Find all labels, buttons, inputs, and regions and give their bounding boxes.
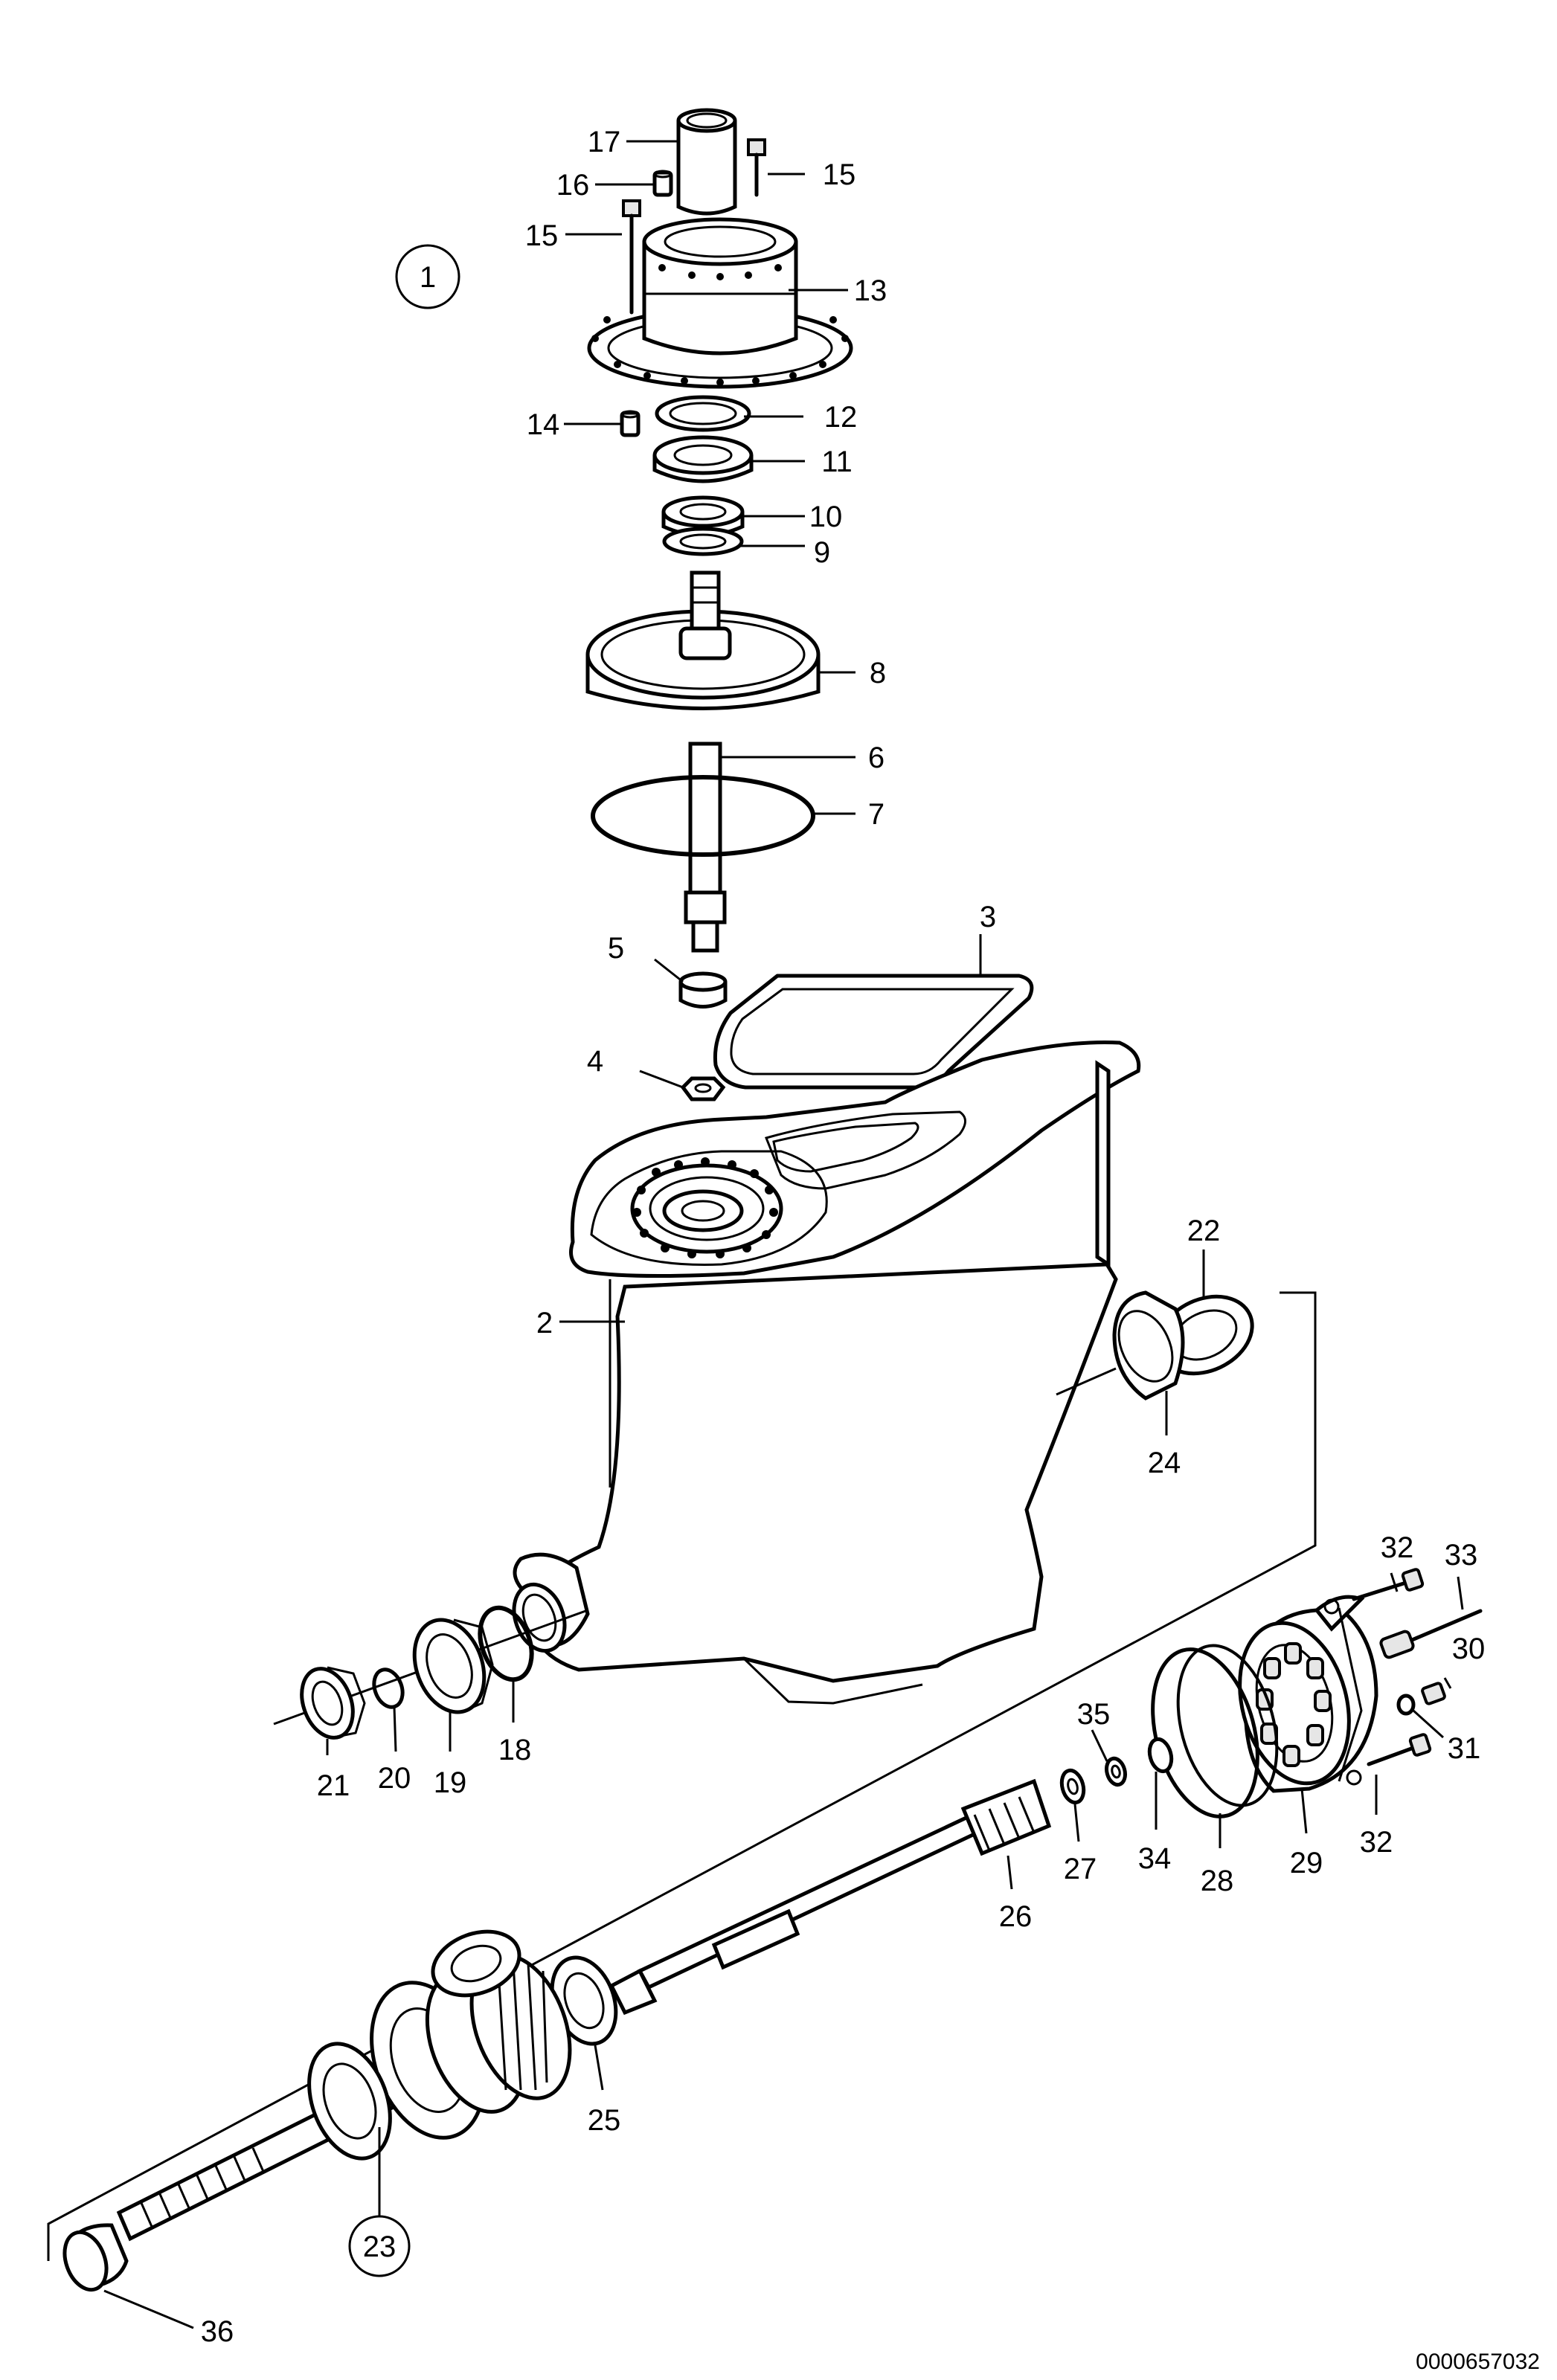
label-19: 19 <box>434 1766 467 1799</box>
label-36: 36 <box>201 2315 234 2348</box>
label-21: 21 <box>317 1769 350 1802</box>
label-9: 9 <box>814 536 830 569</box>
part-27-washer <box>1059 1768 1086 1805</box>
part-13-bearing-housing <box>587 217 853 389</box>
label-18: 18 <box>498 1734 532 1766</box>
part-21-seal <box>300 1666 366 1740</box>
part-11-bearing <box>652 435 754 483</box>
label-33: 33 <box>1445 1539 1478 1572</box>
part-12-seal-ring <box>655 395 751 432</box>
part-26-propeller-shaft <box>609 1778 1052 2016</box>
label-6: 6 <box>868 742 885 774</box>
label-4: 4 <box>587 1045 603 1078</box>
label-34: 34 <box>1138 1842 1172 1875</box>
label-31: 31 <box>1448 1732 1481 1765</box>
label-14: 14 <box>527 408 560 441</box>
label-15-right: 15 <box>823 158 856 191</box>
part-32-bolts <box>1352 1568 1432 1766</box>
group-marker-text: 1 <box>420 261 436 294</box>
part-5-needle-bearing <box>678 971 728 1009</box>
part-17-sleeve <box>676 108 737 216</box>
part-34-shim <box>1147 1737 1174 1774</box>
label-12: 12 <box>824 401 858 434</box>
label-32-top: 32 <box>1381 1531 1414 1564</box>
part-19-bearing-cup <box>412 1618 494 1714</box>
drawing-reference: 0000657032 <box>1416 2350 1540 2374</box>
part-24-bearing-race <box>1112 1290 1185 1400</box>
part-30-plug <box>1421 1682 1446 1705</box>
label-11: 11 <box>821 446 853 478</box>
part-36-bushing <box>62 2223 129 2292</box>
part-33-pin <box>1379 1609 1483 1659</box>
part-18-o-ring <box>478 1605 534 1682</box>
label-24: 24 <box>1148 1447 1181 1479</box>
label-2: 2 <box>536 1307 553 1339</box>
label-29: 29 <box>1290 1847 1323 1879</box>
part-16-pin <box>652 170 673 197</box>
leader-lines <box>103 140 1464 2329</box>
label-32-bottom: 32 <box>1360 1826 1393 1859</box>
label-35: 35 <box>1077 1698 1111 1731</box>
label-27: 27 <box>1064 1853 1097 1885</box>
part-4-nut <box>680 1076 726 1101</box>
part-20-o-ring <box>372 1667 405 1709</box>
sub-group-marker-23: 23 <box>348 2215 411 2277</box>
label-10: 10 <box>809 501 843 533</box>
label-7: 7 <box>868 798 885 831</box>
part-23-gear-assembly <box>116 1929 572 2242</box>
part-6-vertical-shaft <box>678 570 732 953</box>
label-5: 5 <box>608 932 624 965</box>
part-35-nut <box>1105 1756 1127 1787</box>
label-17: 17 <box>588 126 621 158</box>
part-14-pin <box>620 410 641 437</box>
label-26: 26 <box>999 1900 1033 1933</box>
label-3: 3 <box>980 901 996 933</box>
group-marker-1: 1 <box>395 244 460 309</box>
label-22: 22 <box>1187 1215 1221 1247</box>
part-7-o-ring <box>591 775 815 857</box>
label-16: 16 <box>556 169 590 202</box>
label-13: 13 <box>854 274 887 307</box>
label-15-left: 15 <box>525 219 559 252</box>
label-28: 28 <box>1201 1865 1234 1897</box>
part-31-washer <box>1396 1694 1416 1716</box>
sub-group-marker-text: 23 <box>363 2231 397 2263</box>
part-15-screw-right <box>747 138 766 197</box>
callout-labels: 17 16 15 15 13 14 12 11 10 9 8 6 7 5 3 4… <box>201 126 1486 2348</box>
part-15-screw-left <box>622 199 641 315</box>
label-8: 8 <box>870 657 886 689</box>
label-20: 20 <box>378 1762 411 1795</box>
label-25: 25 <box>588 2104 621 2137</box>
part-9-washer <box>662 527 744 556</box>
label-30: 30 <box>1452 1633 1486 1665</box>
part-2-drive-housing <box>512 1040 1141 1705</box>
